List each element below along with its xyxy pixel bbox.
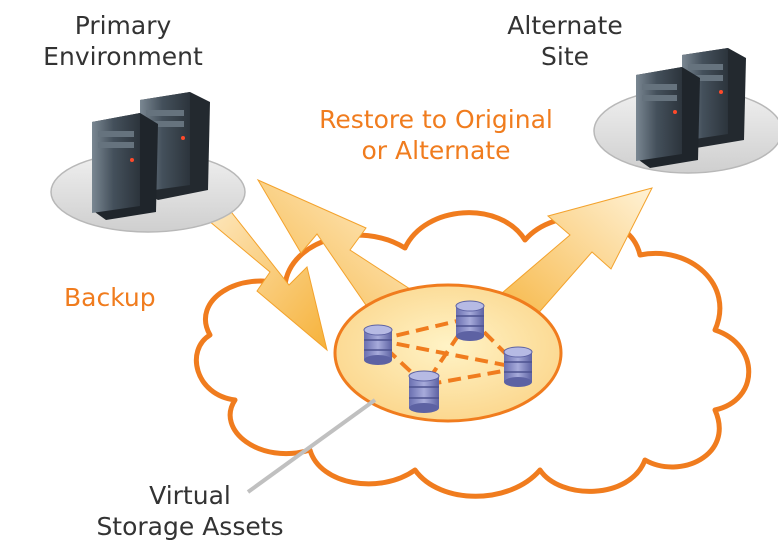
label-alternate-site: Alternate Site — [507, 11, 623, 72]
database-cylinder-icon — [363, 324, 393, 365]
label-backup: Backup — [64, 283, 156, 312]
server-tower-icon — [636, 67, 700, 168]
database-cylinder-icon — [503, 346, 533, 387]
alternate-server-group — [593, 48, 778, 174]
database-cylinder-icon — [408, 370, 440, 413]
server-tower-icon — [92, 113, 158, 220]
label-restore: Restore to Original or Alternate — [319, 105, 553, 166]
database-cylinder-icon — [455, 300, 485, 341]
storage-label-pointer — [246, 398, 377, 494]
primary-server-group — [50, 92, 246, 233]
label-virtual-storage-assets: Virtual Storage Assets — [96, 481, 284, 542]
label-primary-environment: Primary Environment — [43, 11, 203, 72]
